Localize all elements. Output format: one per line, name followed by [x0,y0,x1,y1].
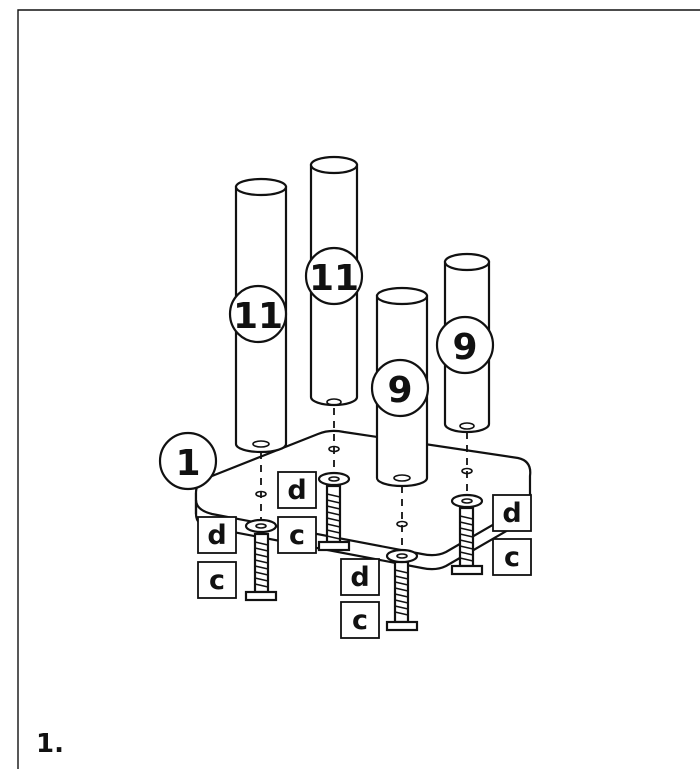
alignment-lines [255,408,473,552]
callout-plate-label: 1 [175,443,200,484]
tag-left-washer-label: d [207,520,226,551]
callout-leg-back-right-label: 11 [309,258,359,299]
callout-leg-back-right: 11 [304,246,364,306]
tag-left-washer: d [197,516,237,554]
tag-back-bolt: c [277,516,317,554]
bolt-right [450,493,484,576]
callout-leg-front-right: 9 [435,315,495,375]
tag-back-bolt-label: c [289,520,305,551]
step-number: 1. [36,729,64,759]
bolt-left [244,518,278,602]
tag-back-washer-label: d [287,475,306,506]
callout-plate: 1 [158,431,218,491]
tag-front-washer: d [340,558,380,596]
callout-leg-back-left: 11 [228,284,288,344]
tag-front-bolt: c [340,601,380,639]
tag-front-washer-label: d [350,562,369,593]
bolt-front [385,548,419,632]
callout-leg-front-right-label: 9 [452,327,477,368]
tag-back-washer: d [277,471,317,509]
tag-right-washer: d [492,494,532,532]
tag-front-bolt-label: c [352,605,368,636]
tag-right-bolt: c [492,538,532,576]
tag-right-bolt-label: c [504,542,520,573]
callout-leg-front-mid: 9 [370,358,430,418]
callout-leg-back-left-label: 11 [233,296,283,337]
tag-left-bolt-label: c [209,565,225,596]
tag-left-bolt: c [197,561,237,599]
callout-leg-front-mid-label: 9 [387,370,412,411]
tag-right-washer-label: d [502,498,521,529]
bolt-back [317,471,351,552]
